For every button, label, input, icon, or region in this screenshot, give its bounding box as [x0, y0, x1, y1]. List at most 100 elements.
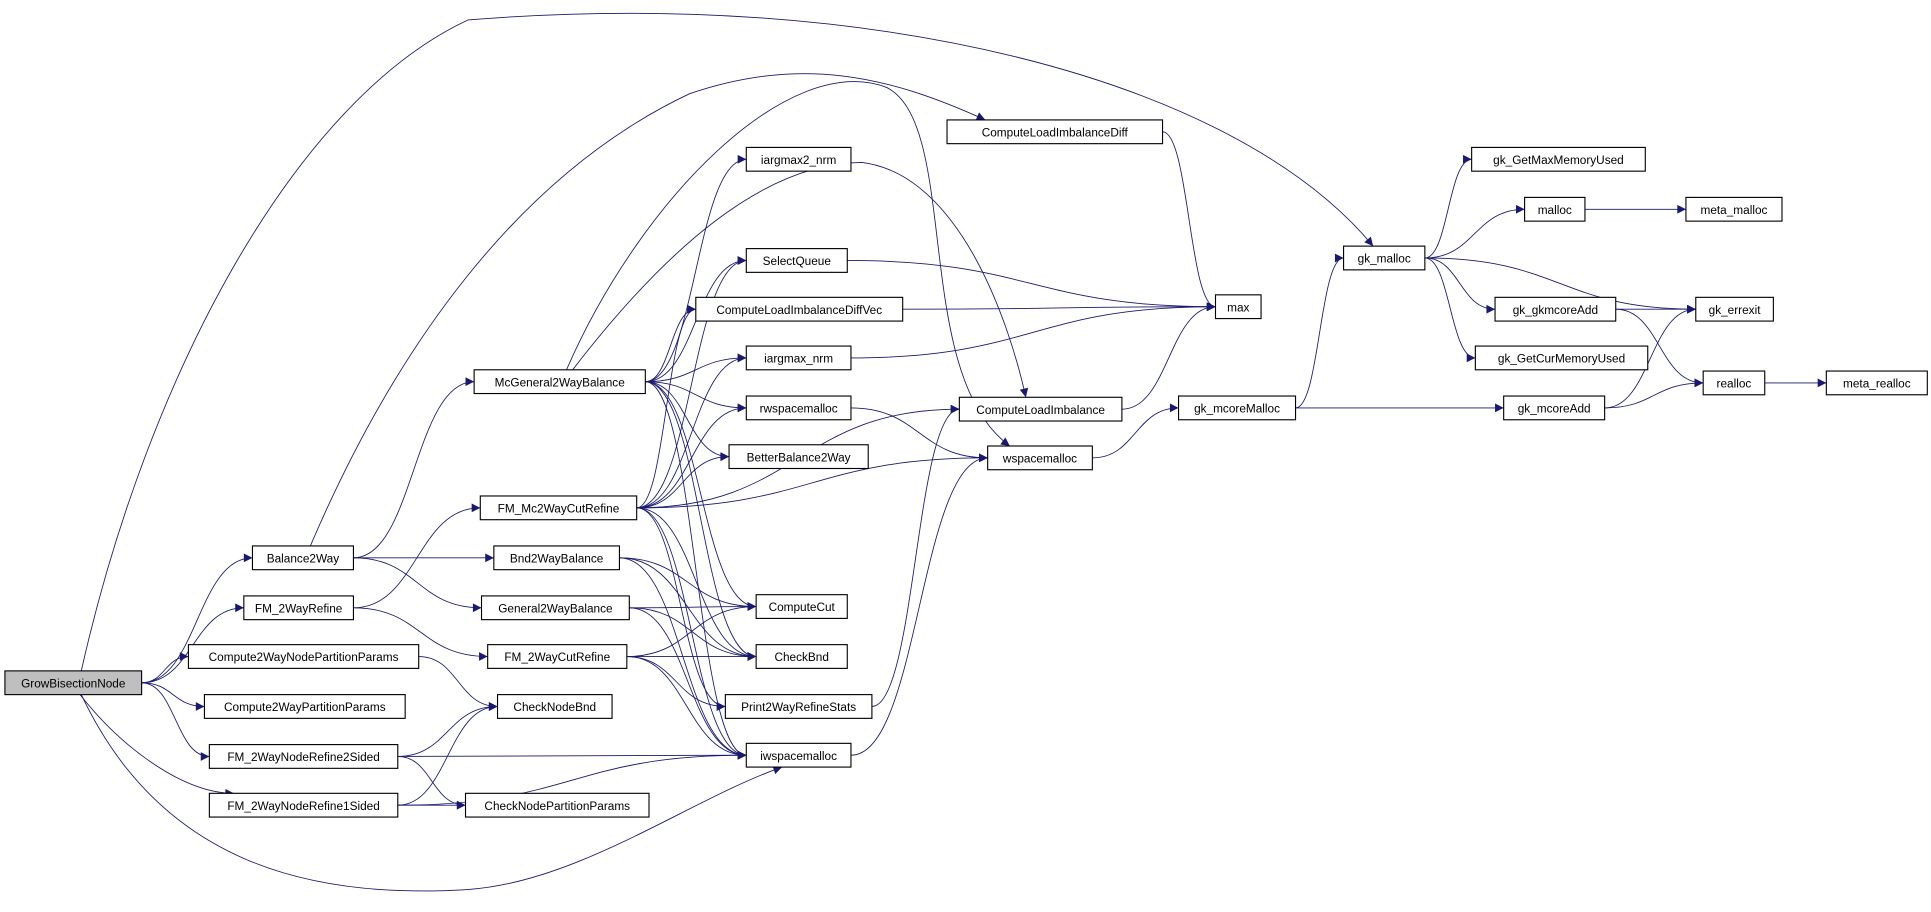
edge-FM_Mc2WayCutRefine-to-iargmax_nrm: [636, 353, 747, 509]
edge-gk_malloc-to-gk_GetMaxMemoryUsed: [1424, 154, 1472, 259]
node-label: SelectQueue: [763, 254, 832, 268]
node-gk_malloc[interactable]: gk_malloc: [1343, 245, 1426, 271]
node-label: gk_mcoreAdd: [1518, 401, 1591, 415]
edge-GrowBisectionNode-to-Compute2WayNodePartitionParams: [141, 652, 189, 684]
node-box: [745, 146, 852, 172]
node-label: ComputeLoadImbalanceDiffVec: [716, 303, 882, 317]
node-CheckNodePartitionParams[interactable]: CheckNodePartitionParams: [464, 792, 650, 818]
node-Compute2WayNodePartitionParams[interactable]: Compute2WayNodePartitionParams: [187, 644, 420, 669]
edge-rwspacemalloc-to-wspacemalloc: [850, 407, 988, 463]
node-FM_2WayRefine[interactable]: FM_2WayRefine: [243, 595, 354, 621]
edge-FM_2WayCutRefine-to-iwspacemalloc: [626, 656, 747, 760]
node-meta_malloc[interactable]: meta_malloc: [1685, 196, 1783, 222]
node-label: max: [1227, 300, 1249, 314]
node-ComputeLoadImbalance[interactable]: ComputeLoadImbalance: [958, 396, 1123, 422]
edge-McGeneral2WayBalance-to-ComputeCut: [645, 381, 757, 611]
node-ComputeLoadImbalanceDiffVec[interactable]: ComputeLoadImbalanceDiffVec: [695, 296, 904, 322]
edge-GrowBisectionNode-to-Balance2Way: [141, 553, 253, 684]
node-iargmax_nrm[interactable]: iargmax_nrm: [745, 345, 852, 371]
edge-McGeneral2WayBalance-to-ComputeLoadImbalanceDiffVec: [645, 304, 696, 383]
node-box: [1343, 245, 1426, 271]
node-label: FM_Mc2WayCutRefine: [498, 501, 620, 515]
node-box: [755, 594, 848, 619]
node-meta_realloc[interactable]: meta_realloc: [1825, 370, 1928, 396]
edge-Balance2Way-to-ComputeLoadImbalanceDiff: [309, 73, 986, 547]
node-box: [695, 296, 904, 322]
node-label: gk_GetMaxMemoryUsed: [1493, 153, 1624, 167]
node-gk_gkmcoreAdd[interactable]: gk_gkmcoreAdd: [1494, 296, 1617, 322]
edge-FM_Mc2WayCutRefine-to-CheckBnd: [636, 507, 757, 661]
node-realloc[interactable]: realloc: [1702, 370, 1766, 396]
node-CheckBnd[interactable]: CheckBnd: [755, 644, 848, 669]
node-label: Compute2WayNodePartitionParams: [209, 650, 399, 664]
node-box: [208, 744, 399, 769]
edge-FM_2WayCutRefine-to-ComputeCut: [626, 602, 757, 657]
edge-SelectQueue-to-max: [847, 260, 1216, 312]
node-label: GrowBisectionNode: [21, 676, 126, 690]
node-box: [203, 694, 406, 719]
node-Print2WayRefineStats[interactable]: Print2WayRefineStats: [724, 694, 873, 719]
node-label: CheckBnd: [774, 650, 828, 664]
node-General2WayBalance[interactable]: General2WayBalance: [480, 595, 630, 621]
node-rwspacemalloc[interactable]: rwspacemalloc: [745, 395, 852, 421]
edge-gk_malloc-to-gk_gkmcoreAdd: [1424, 257, 1496, 314]
node-box: [728, 444, 869, 470]
node-malloc[interactable]: malloc: [1524, 196, 1586, 222]
node-Balance2Way[interactable]: Balance2Way: [251, 545, 354, 571]
node-gk_mcoreAdd[interactable]: gk_mcoreAdd: [1503, 395, 1606, 421]
edge-FM_2WayNodeRefine1Sided-to-CheckNodeBnd: [397, 702, 498, 806]
edge-McGeneral2WayBalance-to-CheckBnd: [645, 381, 757, 661]
node-BetterBalance2Way[interactable]: BetterBalance2Way: [728, 444, 869, 470]
node-box: [1177, 395, 1297, 421]
node-box: [4, 670, 143, 696]
node-CheckNodeBnd[interactable]: CheckNodeBnd: [496, 694, 613, 719]
node-box: [487, 644, 628, 669]
node-box: [479, 495, 638, 521]
node-box: [1503, 395, 1606, 421]
node-ComputeCut[interactable]: ComputeCut: [755, 594, 848, 619]
node-box: [958, 396, 1123, 422]
node-Bnd2WayBalance[interactable]: Bnd2WayBalance: [493, 545, 621, 571]
node-iwspacemalloc[interactable]: iwspacemalloc: [745, 742, 852, 768]
node-FM_2WayNodeRefine1Sided[interactable]: FM_2WayNodeRefine1Sided: [208, 792, 399, 818]
node-iargmax2_nrm[interactable]: iargmax2_nrm: [745, 146, 852, 172]
edge-FM_Mc2WayCutRefine-to-rwspacemalloc: [636, 403, 747, 509]
node-label: iwspacemalloc: [760, 749, 837, 763]
node-max[interactable]: max: [1214, 294, 1262, 320]
nodes-layer: GrowBisectionNode Balance2WayFM_2WayRefin…: [4, 119, 1928, 818]
node-McGeneral2WayBalance[interactable]: McGeneral2WayBalance: [473, 369, 646, 395]
node-gk_GetMaxMemoryUsed[interactable]: gk_GetMaxMemoryUsed: [1471, 146, 1646, 172]
edge-General2WayBalance-to-CheckBnd: [629, 607, 757, 661]
node-wspacemalloc[interactable]: wspacemalloc: [987, 445, 1093, 471]
node-label: gk_malloc: [1358, 252, 1411, 266]
node-FM_2WayNodeRefine2Sided[interactable]: FM_2WayNodeRefine2Sided: [208, 744, 399, 769]
edge-Compute2WayNodePartitionParams-to-CheckNodeBnd: [418, 656, 498, 711]
node-label: gk_gkmcoreAdd: [1513, 303, 1598, 317]
node-label: Compute2WayPartitionParams: [224, 700, 386, 714]
node-FM_Mc2WayCutRefine[interactable]: FM_Mc2WayCutRefine: [479, 495, 638, 521]
edge-McGeneral2WayBalance-to-wspacemalloc: [566, 81, 1011, 447]
edge-FM_Mc2WayCutRefine-to-SelectQueue: [636, 256, 747, 509]
node-box: [464, 792, 650, 818]
edge-FM_2WayCutRefine-to-Print2WayRefineStats: [626, 656, 726, 711]
edge-FM_2WayNodeRefine2Sided-to-CheckNodeBnd: [397, 702, 498, 757]
edge-GrowBisectionNode-to-Compute2WayPartitionParams: [141, 682, 205, 711]
edge-McGeneral2WayBalance-to-iargmax_nrm: [645, 353, 747, 383]
edge-General2WayBalance-to-ComputeCut: [629, 602, 757, 611]
node-SelectQueue[interactable]: SelectQueue: [745, 248, 848, 273]
node-label: FM_2WayCutRefine: [504, 650, 610, 664]
edge-GrowBisectionNode-to-FM_2WayNodeRefine1Sided: [79, 694, 234, 798]
edge-FM_Mc2WayCutRefine-to-wspacemalloc: [636, 453, 988, 509]
node-gk_errexit[interactable]: gk_errexit: [1695, 296, 1774, 322]
node-label: Print2WayRefineStats: [741, 700, 856, 714]
node-box: [243, 595, 354, 621]
node-ComputeLoadImbalanceDiff[interactable]: ComputeLoadImbalanceDiff: [946, 119, 1164, 145]
node-FM_2WayCutRefine[interactable]: FM_2WayCutRefine: [487, 644, 628, 669]
node-label: malloc: [1538, 203, 1572, 217]
edge-iwspacemalloc-to-wspacemalloc: [850, 453, 988, 756]
node-gk_GetCurMemoryUsed[interactable]: gk_GetCurMemoryUsed: [1474, 345, 1649, 371]
node-gk_mcoreMalloc[interactable]: gk_mcoreMalloc: [1177, 395, 1297, 421]
node-GrowBisectionNode[interactable]: GrowBisectionNode: [4, 670, 143, 696]
node-Compute2WayPartitionParams[interactable]: Compute2WayPartitionParams: [203, 694, 406, 719]
node-box: [1214, 294, 1262, 320]
